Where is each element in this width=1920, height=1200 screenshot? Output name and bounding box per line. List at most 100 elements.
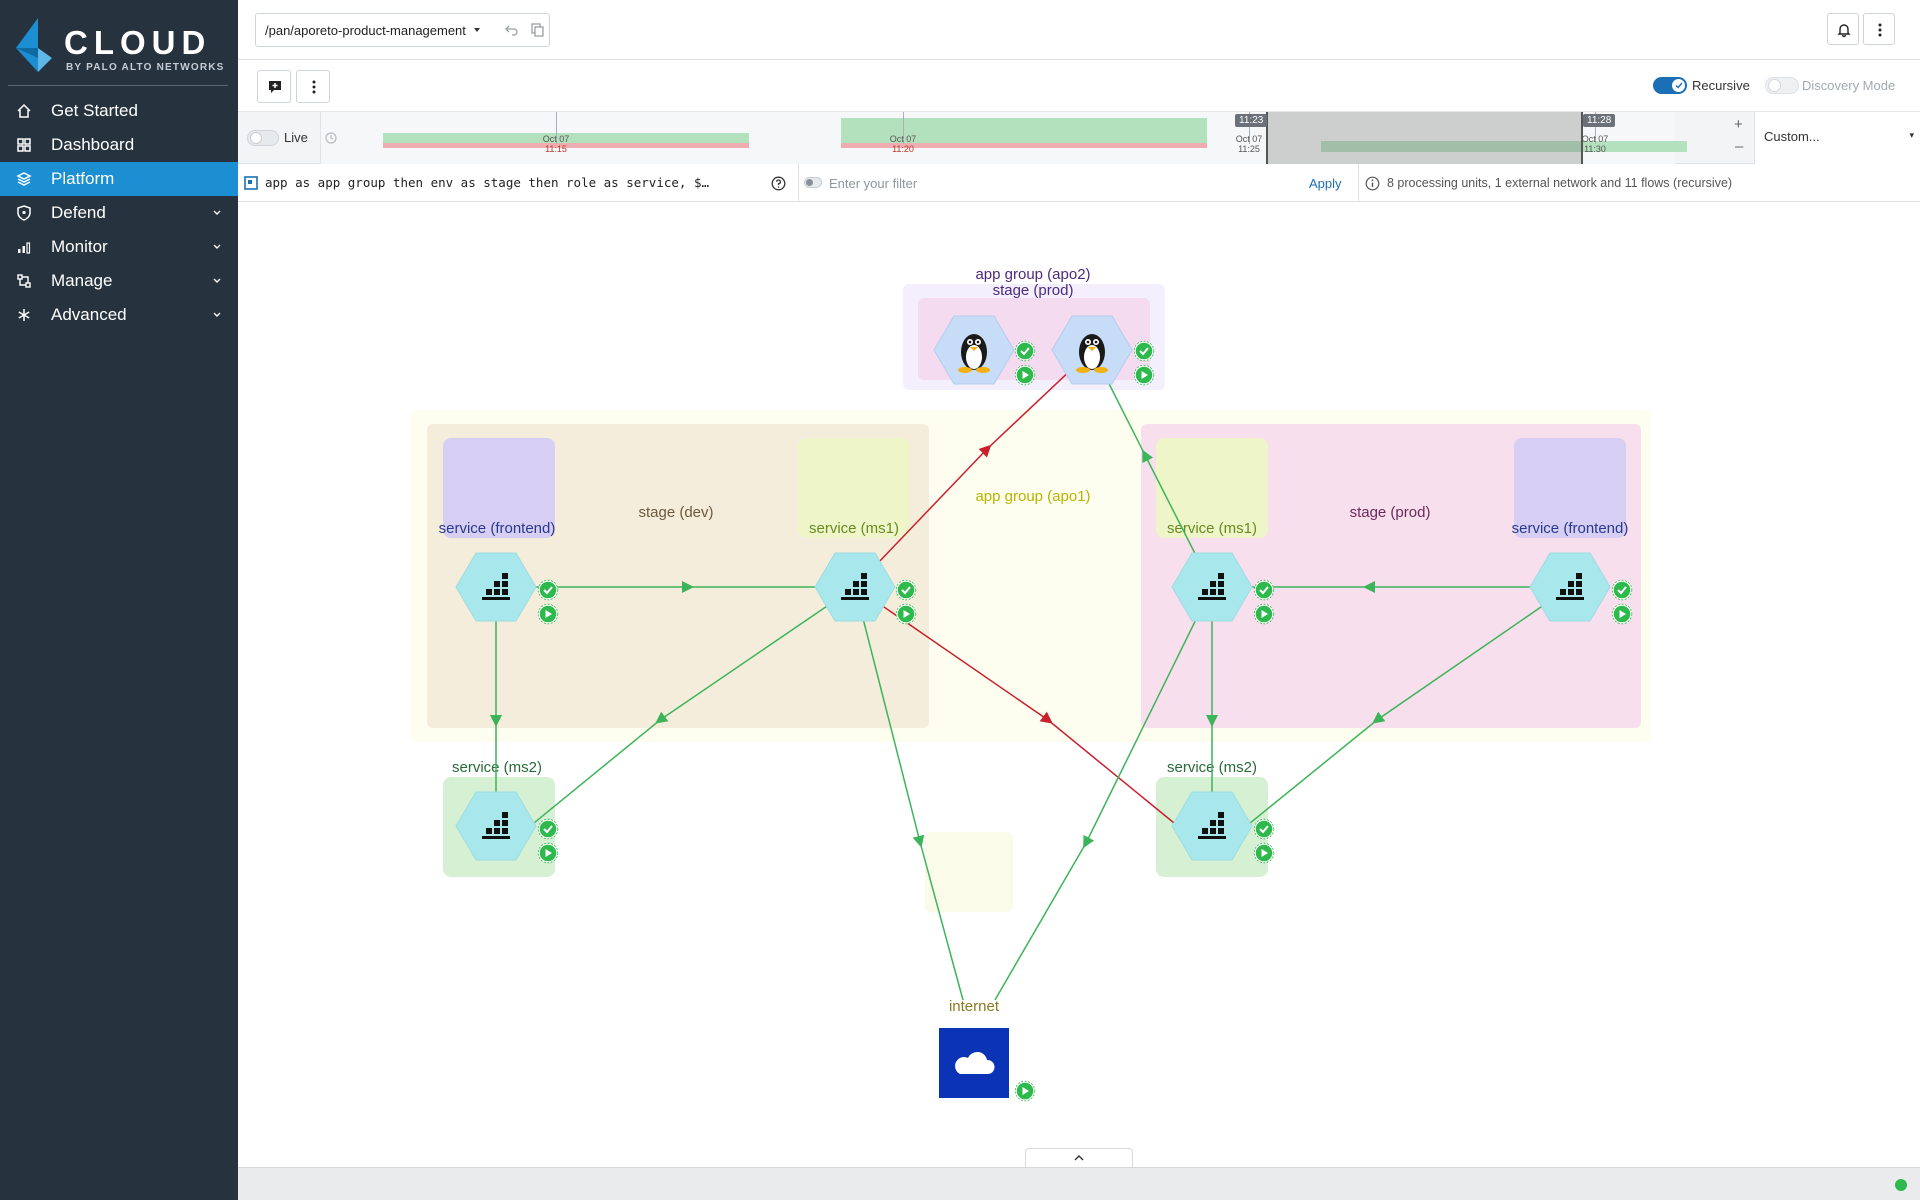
policy-check-badge-icon[interactable] <box>537 579 559 601</box>
notifications-button[interactable] <box>1827 13 1859 45</box>
clock-icon <box>325 132 337 144</box>
graph-summary: 8 processing units, 1 external network a… <box>1387 176 1733 190</box>
external-network-internet[interactable] <box>939 1028 1009 1098</box>
recursive-label: Recursive <box>1692 78 1750 93</box>
namespace-selector[interactable]: /pan/aporeto-product-management <box>255 13 550 47</box>
toolbar-more-button[interactable] <box>296 70 330 103</box>
app-group-apo1-label: app group (apo1) <box>975 488 1090 505</box>
divider <box>1358 164 1359 202</box>
filter-row: app as app group then env as stage then … <box>238 164 1920 202</box>
service-ms1-dev-container[interactable] <box>798 438 910 538</box>
policy-check-badge-icon[interactable] <box>1253 579 1275 601</box>
manage-icon <box>17 274 31 288</box>
sidebar-item-defend[interactable]: Defend <box>0 196 238 230</box>
bell-icon <box>1837 24 1851 38</box>
caret-down-icon <box>474 28 480 32</box>
sidebar-item-label: Get Started <box>51 101 138 120</box>
timeline-tick <box>1595 112 1596 144</box>
filter-input[interactable] <box>829 173 1279 193</box>
flow-edge-ms1-dev-to-apo2-rejected[interactable] <box>854 349 1093 588</box>
namespace-path: /pan/aporeto-product-management <box>265 23 466 38</box>
toggle-knob <box>1672 79 1685 92</box>
timeline-reject-bar <box>841 143 1207 148</box>
recursive-toggle[interactable] <box>1653 77 1687 94</box>
internet-container[interactable] <box>925 832 1013 912</box>
running-badge-icon[interactable] <box>537 842 559 864</box>
sidebar-item-get-started[interactable]: Get Started <box>0 94 238 128</box>
filter-toggle[interactable] <box>804 177 822 188</box>
running-badge-icon[interactable] <box>1014 1080 1036 1102</box>
flow-edge-ms1-dev-to-ms2-dev[interactable] <box>495 586 856 855</box>
sidebar-item-monitor[interactable]: Monitor <box>0 230 238 264</box>
sidebar-item-dashboard[interactable]: Dashboard <box>0 128 238 162</box>
grouping-expression[interactable]: app as app group then env as stage then … <box>265 175 710 190</box>
timeline-flow-bar <box>383 133 749 143</box>
copy-icon[interactable] <box>531 23 545 37</box>
app-group-apo2-label: app group (apo2) <box>975 266 1090 283</box>
service-ms1-prod-container[interactable] <box>1156 438 1268 538</box>
sidebar-item-advanced[interactable]: Advanced <box>0 298 238 332</box>
discovery-mode-toggle[interactable] <box>1765 77 1799 94</box>
stage-prod-apo2-label: stage (prod) <box>993 282 1074 299</box>
running-badge-icon[interactable] <box>895 603 917 625</box>
sidebar-item-label: Dashboard <box>51 135 135 154</box>
header-more-button[interactable] <box>1863 13 1895 45</box>
details-panel-toggle[interactable] <box>1025 1148 1133 1168</box>
grouping-icon[interactable] <box>244 176 258 190</box>
apply-button[interactable]: Apply <box>1309 176 1342 191</box>
zoom-out-icon[interactable]: – <box>1735 138 1744 155</box>
timeline-reject-bar <box>383 143 749 148</box>
policy-check-badge-icon[interactable] <box>1133 340 1155 362</box>
flow-edge-ms1-prod-to-apo2[interactable] <box>1091 349 1213 588</box>
chevron-down-icon <box>213 244 221 249</box>
service-frontend-prod-container[interactable] <box>1514 438 1626 538</box>
running-badge-icon[interactable] <box>1253 603 1275 625</box>
brand-logo[interactable]: CLOUD BY PALO ALTO NETWORKS <box>16 18 226 74</box>
stage-dev-label: stage (dev) <box>638 504 713 521</box>
divider <box>798 164 799 202</box>
flow-edge-ms1-dev-to-ms2-prod-rejected[interactable] <box>854 586 1213 855</box>
policy-check-badge-icon[interactable] <box>537 818 559 840</box>
stage-prod-label: stage (prod) <box>1350 504 1431 521</box>
flow-edge-internet-to-ms1-prod[interactable] <box>994 586 1213 1001</box>
selection-end-handle[interactable]: 11:28 <box>1583 114 1616 127</box>
top-header: /pan/aporeto-product-management <box>238 0 1920 60</box>
cloud-icon <box>955 1051 995 1074</box>
kebab-menu-icon <box>1878 23 1882 37</box>
brand-tagline: BY PALO ALTO NETWORKS <box>66 62 225 73</box>
policy-check-badge-icon[interactable] <box>895 579 917 601</box>
selection-start-handle[interactable]: 11:23 <box>1235 114 1268 127</box>
service-frontend-dev-container[interactable] <box>443 438 555 538</box>
flow-edge-ms1-dev-to-internet[interactable] <box>854 586 964 1001</box>
policy-check-badge-icon[interactable] <box>1253 818 1275 840</box>
policy-check-badge-icon[interactable] <box>1014 340 1036 362</box>
zoom-in-icon[interactable]: + <box>1734 116 1743 133</box>
timeline-tick <box>903 112 904 144</box>
timeline-selection[interactable] <box>1266 112 1583 164</box>
toolbar: Recursive Discovery Mode <box>238 60 1920 112</box>
running-badge-icon[interactable] <box>1133 364 1155 386</box>
flow-edge-frontend-prod-to-ms2-prod[interactable] <box>1211 586 1571 855</box>
sidebar-item-manage[interactable]: Manage <box>0 264 238 298</box>
timeline-flow-bar <box>841 118 1207 143</box>
policy-check-badge-icon[interactable] <box>1611 579 1633 601</box>
running-badge-icon[interactable] <box>1253 842 1275 864</box>
help-icon[interactable] <box>771 176 786 191</box>
time-range-select[interactable]: Custom... ▾ <box>1754 112 1920 164</box>
sidebar-item-label: Monitor <box>51 237 108 256</box>
chevron-down-icon <box>213 312 221 317</box>
live-toggle[interactable] <box>247 130 279 146</box>
running-badge-icon[interactable] <box>1014 364 1036 386</box>
graph-canvas[interactable]: app group (apo2) stage (prod) app group … <box>238 202 1920 1167</box>
running-badge-icon[interactable] <box>537 603 559 625</box>
sidebar-item-platform[interactable]: Platform <box>0 162 238 196</box>
chart-icon <box>18 242 31 254</box>
sidebar-item-label: Advanced <box>51 305 127 324</box>
flow-graph[interactable]: app group (apo2) stage (prod) app group … <box>238 202 1920 1167</box>
undo-icon[interactable] <box>505 23 519 37</box>
check-icon <box>1675 82 1683 89</box>
running-badge-icon[interactable] <box>1611 603 1633 625</box>
add-annotation-button[interactable] <box>257 70 291 103</box>
